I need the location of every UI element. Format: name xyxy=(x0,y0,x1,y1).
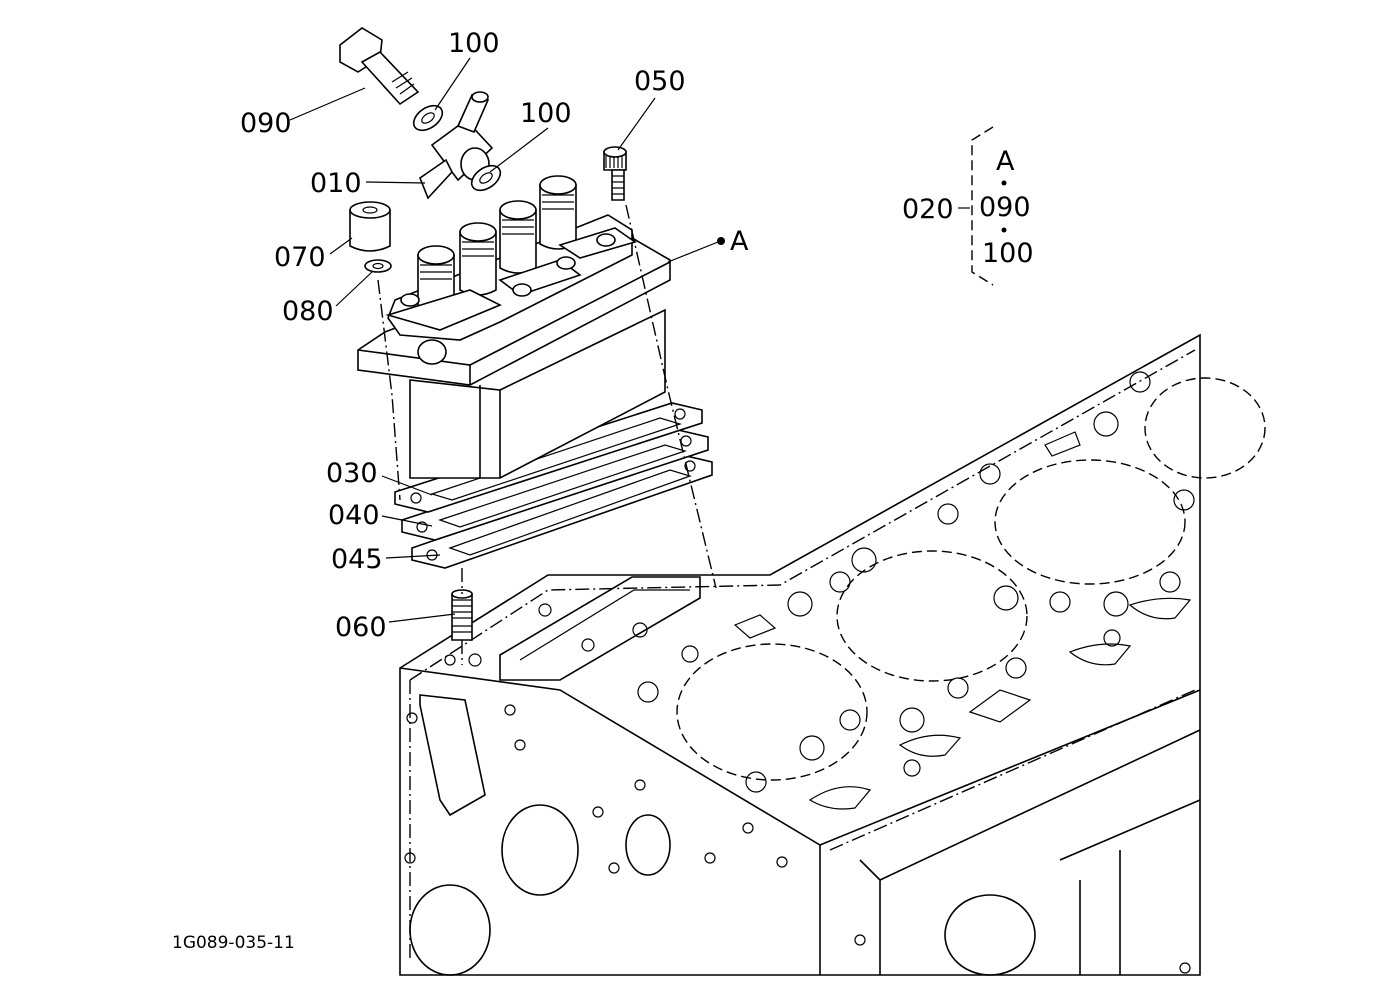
kit-item-090: 090 xyxy=(979,192,1031,223)
kit-number: 020 xyxy=(902,194,954,225)
callout-045: 045 xyxy=(331,544,383,575)
bolt-050 xyxy=(603,146,627,201)
washer-100-lower xyxy=(470,164,502,192)
kit-item-a: A xyxy=(996,146,1015,177)
callout-090: 090 xyxy=(240,108,292,139)
callout-070: 070 xyxy=(274,242,326,273)
callout-dot-a xyxy=(717,237,725,245)
callout-060: 060 xyxy=(335,612,387,643)
callout-030: 030 xyxy=(326,458,378,489)
callout-100-lower: 100 xyxy=(520,98,572,129)
nut-070 xyxy=(349,201,391,252)
figure-reference-code: 1G089-035-11 xyxy=(172,933,295,953)
banjo-fitting-010 xyxy=(419,91,494,200)
centerlines xyxy=(377,204,717,665)
cylinder-block xyxy=(399,333,1266,976)
leader-lines xyxy=(289,57,719,623)
kit-bracket-020: 020 A 090 100 xyxy=(902,126,1034,286)
gasket-030 xyxy=(394,402,703,513)
callout-040: 040 xyxy=(328,500,380,531)
banjo-bolt-090 xyxy=(339,27,420,106)
callout-010: 010 xyxy=(310,168,362,199)
injection-pump-assembly xyxy=(357,175,671,479)
washer-080 xyxy=(364,259,392,273)
callout-050: 050 xyxy=(634,66,686,97)
callout-a: A xyxy=(730,226,749,257)
kit-item-100: 100 xyxy=(982,238,1034,269)
callout-labels: 090 100 100 050 010 070 080 A 030 040 04… xyxy=(240,28,749,643)
washer-100-upper xyxy=(412,104,444,132)
stud-060 xyxy=(451,589,473,641)
callout-100-upper: 100 xyxy=(448,28,500,59)
callout-080: 080 xyxy=(282,296,334,327)
